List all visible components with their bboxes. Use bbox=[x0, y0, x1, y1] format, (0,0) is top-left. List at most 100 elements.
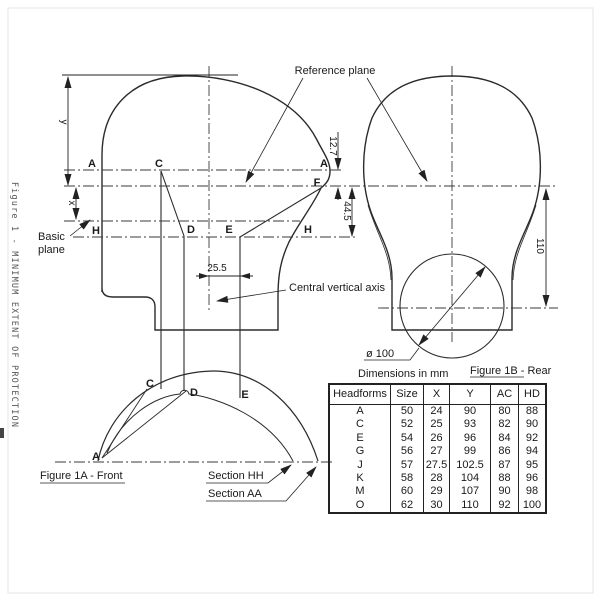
column-header-ac: AC bbox=[490, 384, 519, 405]
table-cell: 50 bbox=[390, 404, 424, 419]
table-cell: 60 bbox=[390, 485, 424, 499]
leader-basic-plane bbox=[69, 219, 91, 237]
point-c-section: C bbox=[146, 378, 154, 390]
leader-section-hh bbox=[206, 464, 292, 484]
table-cell: 57 bbox=[390, 458, 424, 473]
table-cell: 96 bbox=[518, 472, 546, 486]
headform-rear-group bbox=[362, 75, 542, 359]
table-cell: 80 bbox=[490, 404, 519, 419]
table-cell: C bbox=[356, 418, 364, 431]
table-cell: 96 bbox=[449, 431, 491, 446]
table-cell: 88 bbox=[518, 404, 546, 419]
rear-neck-double-left bbox=[367, 204, 392, 281]
point-a-front-left: A bbox=[88, 158, 96, 170]
table-cell: 99 bbox=[449, 445, 491, 459]
dimension-dia-100-label: ø 100 bbox=[366, 348, 394, 360]
table-cell: 88 bbox=[490, 472, 519, 486]
section-chord-ad bbox=[101, 390, 187, 459]
headform-front-outline bbox=[101, 75, 331, 331]
basic-plane-label-line1: Basic bbox=[38, 231, 65, 243]
reference-plane-label: Reference plane bbox=[295, 65, 376, 77]
section-aa-label: Section AA bbox=[208, 488, 262, 500]
point-e-section: E bbox=[241, 389, 248, 401]
dimension-x-label: x bbox=[66, 201, 77, 206]
table-cell: 95 bbox=[518, 458, 546, 473]
leader-section-aa bbox=[206, 466, 317, 502]
table-cell: 29 bbox=[423, 485, 450, 499]
leader-reference-left bbox=[245, 77, 304, 183]
section-outer-arc bbox=[97, 370, 319, 462]
table-cell: 86 bbox=[490, 445, 519, 459]
figure-1-vertical-title: Figure 1 - MINIMUM EXTENT OF PROTECTION bbox=[9, 182, 19, 428]
table-cell: 93 bbox=[449, 418, 491, 432]
table-cell: 102.5 bbox=[449, 458, 491, 473]
table-cell: O bbox=[355, 498, 365, 511]
headform-front-group bbox=[101, 75, 331, 398]
table-cell: 28 bbox=[423, 472, 450, 486]
dimension-12-7-label: 12.7 bbox=[327, 136, 338, 156]
section-inner-arc bbox=[106, 389, 294, 462]
measurement-circle-100 bbox=[399, 253, 505, 359]
table-cell: 54 bbox=[390, 431, 424, 446]
table-cell: 98 bbox=[518, 485, 546, 499]
table-cell: 24 bbox=[423, 404, 450, 419]
point-d-front: D bbox=[187, 224, 195, 236]
table-cell: 90 bbox=[490, 485, 519, 499]
dimension-110-label: 110 bbox=[534, 238, 545, 254]
leader-central-axis bbox=[216, 289, 287, 303]
table-cell: 27 bbox=[423, 445, 450, 459]
column-header-hd: HD bbox=[518, 384, 546, 405]
table-cell: 62 bbox=[390, 498, 424, 514]
point-h-front-left: H bbox=[92, 225, 100, 237]
point-c-front: C bbox=[155, 158, 163, 170]
arrow-25-5-right bbox=[240, 273, 250, 279]
point-h-front-right: H bbox=[304, 224, 312, 236]
point-a-section: A bbox=[92, 451, 100, 463]
section-chord-ac bbox=[101, 388, 148, 459]
dimension-y-label: y bbox=[58, 120, 69, 125]
point-f-front: F bbox=[314, 177, 321, 189]
column-header-y: Y bbox=[449, 384, 491, 405]
table-cell: 110 bbox=[449, 498, 491, 514]
leader-reference-right bbox=[366, 77, 428, 182]
table-cell: 90 bbox=[449, 404, 491, 419]
table-cell: M bbox=[355, 485, 365, 498]
table-cell: 84 bbox=[490, 431, 519, 446]
dimension-25-5-label: 25.5 bbox=[207, 263, 227, 274]
table-cell: 56 bbox=[390, 445, 424, 459]
dimensions-in-mm-note: Dimensions in mm bbox=[358, 368, 448, 380]
scan-artifact bbox=[0, 428, 4, 438]
table-cell: 107 bbox=[449, 485, 491, 499]
table-cell: 104 bbox=[449, 472, 491, 486]
section-view-group bbox=[97, 370, 319, 462]
table-cell: 30 bbox=[423, 498, 450, 514]
circle-diameter-arrow bbox=[418, 266, 486, 346]
table-cell: 92 bbox=[518, 431, 546, 446]
table-cell: 94 bbox=[518, 445, 546, 459]
arrow-25-5-left bbox=[199, 273, 209, 279]
column-header-headforms: Headforms bbox=[329, 384, 391, 405]
point-d-section: D bbox=[190, 387, 198, 399]
rear-neck-double-right bbox=[512, 204, 537, 281]
scan-border bbox=[7, 7, 594, 594]
column-header-x: X bbox=[423, 384, 450, 405]
table-cell: 92 bbox=[490, 498, 519, 514]
table-cell: 82 bbox=[490, 418, 519, 432]
headform-rear-outline bbox=[362, 75, 542, 331]
basic-plane-label-line2: plane bbox=[38, 244, 65, 256]
line-c-to-d bbox=[160, 170, 185, 237]
point-e-front: E bbox=[225, 224, 232, 236]
table-cell: E bbox=[356, 431, 364, 444]
